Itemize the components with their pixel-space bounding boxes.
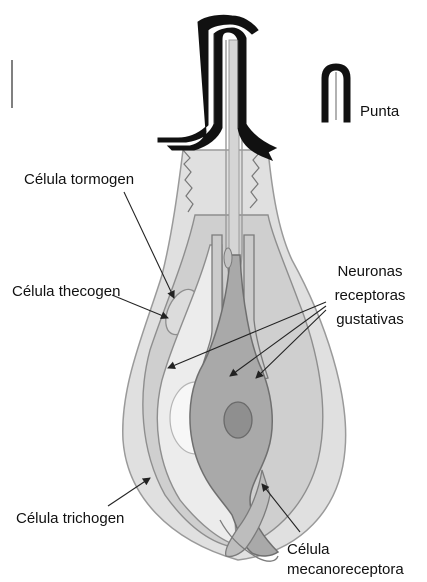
label-neuronas-line3: gustativas [330, 310, 410, 329]
label-celula-trichogen: Célula trichogen [16, 509, 124, 528]
label-neuronas-line2: receptoras [330, 286, 410, 305]
neuron-nucleus [224, 402, 252, 438]
label-neuronas-line1: Neuronas [330, 262, 410, 281]
arrow-tormogen [124, 192, 174, 298]
label-celula-mecano-line2: mecanoreceptora [287, 560, 404, 579]
label-celula-thecogen: Célula thecogen [12, 282, 120, 301]
sensillum-tip-icon [322, 64, 350, 122]
hair-shaft-cuticle [158, 15, 276, 160]
dendrite-vesicle [224, 248, 232, 268]
label-celula-mecano-line1: Célula [287, 540, 330, 559]
label-celula-tormogen: Célula tormogen [24, 170, 134, 189]
label-punta: Punta [360, 102, 399, 121]
